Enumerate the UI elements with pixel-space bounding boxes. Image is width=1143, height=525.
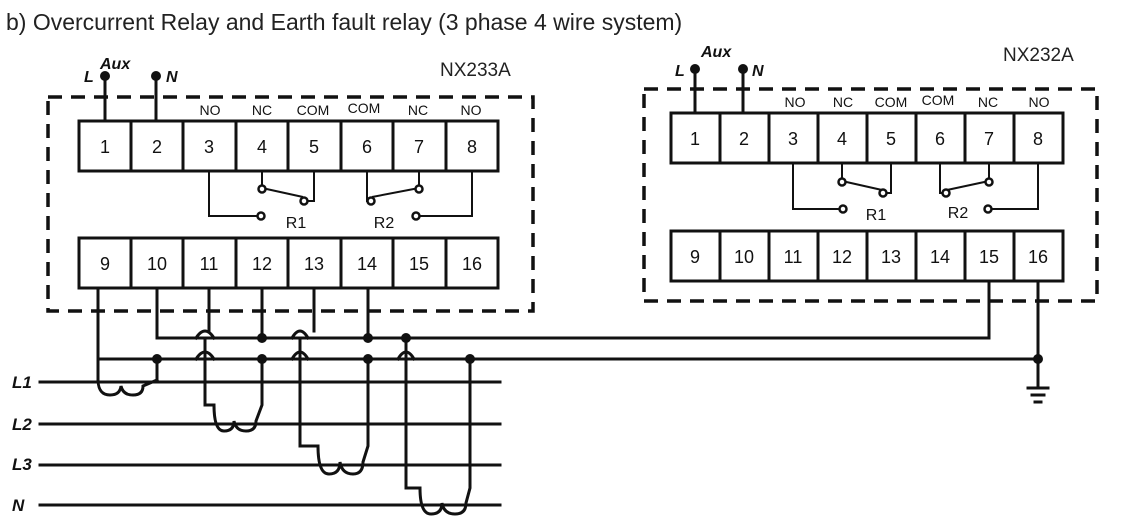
top-terminal-block: 1 2 3 4 5 6 7 8 (669, 111, 1065, 165)
terminal-number: 6 (362, 137, 372, 157)
terminal-number: 8 (467, 137, 477, 157)
top-terminal-block: 1 2 3 4 5 6 7 8 (77, 119, 500, 173)
aux-n-terminal (151, 71, 161, 81)
relay-model-label: NX232A (1003, 45, 1074, 66)
relay-model-label: NX233A (440, 60, 511, 81)
contact-label-nc: NC (408, 102, 428, 118)
line-label-l3: L3 (12, 455, 32, 474)
contact-label-com: COM (297, 102, 330, 118)
contact-label-no: NO (1029, 94, 1050, 110)
terminal-number: 3 (788, 129, 798, 149)
terminal-number: 16 (1028, 247, 1048, 267)
terminal-15 (963, 229, 1016, 283)
contact-label-com: COM (922, 92, 955, 108)
terminal-number: 14 (357, 254, 377, 274)
terminal-number: 2 (152, 137, 162, 157)
aux-n-terminal (738, 64, 748, 74)
aux-label: Aux (700, 44, 732, 61)
terminal-12 (816, 229, 869, 283)
contact-label-no: NO (200, 102, 221, 118)
terminal-8 (1012, 111, 1065, 165)
terminal-number: 16 (462, 254, 482, 274)
aux-n-label: N (166, 69, 178, 86)
terminal-number: 10 (734, 247, 754, 267)
terminal-9 (669, 229, 722, 283)
relay-nx232a: NX232A Aux L N 1 2 3 4 5 6 7 (642, 44, 1099, 303)
terminal-7 (391, 119, 448, 173)
contact-label-nc: NC (978, 94, 998, 110)
terminal-number: 6 (935, 129, 945, 149)
terminal-number: 13 (881, 247, 901, 267)
contact-label-no: NO (785, 94, 806, 110)
terminal-2 (129, 119, 185, 173)
relay-enclosure (46, 95, 535, 313)
terminal-number: 7 (984, 129, 994, 149)
terminal-2 (718, 111, 771, 165)
terminal-number: 12 (832, 247, 852, 267)
terminal-16 (444, 236, 500, 290)
contact-label-nc: NC (833, 94, 853, 110)
terminal-number: 4 (257, 137, 267, 157)
aux-supply: Aux L N (84, 56, 178, 123)
terminal-13 (865, 229, 918, 283)
terminal-number: 9 (690, 247, 700, 267)
terminal-number: 15 (979, 247, 999, 267)
ct-wiring (96, 279, 1050, 516)
relay-r1-label: R1 (866, 207, 887, 224)
aux-label: Aux (99, 56, 131, 73)
relay-enclosure (642, 87, 1099, 303)
aux-l-terminal (690, 64, 700, 74)
terminal-number: 4 (837, 129, 847, 149)
terminal-number: 5 (309, 137, 319, 157)
aux-l-label: L (675, 63, 685, 80)
contact-label-com: COM (348, 100, 381, 116)
terminal-number: 8 (1033, 129, 1043, 149)
contact-label-no: NO (461, 102, 482, 118)
terminal-number: 14 (930, 247, 950, 267)
earth-ground-icon (1026, 386, 1050, 404)
terminal-number: 3 (204, 137, 214, 157)
terminal-number: 15 (409, 254, 429, 274)
terminal-11 (767, 229, 820, 283)
diagram-title: b) Overcurrent Relay and Earth fault rel… (6, 9, 682, 35)
relay-contacts: R1 R2 (792, 163, 1039, 224)
relay-r2-label: R2 (374, 215, 395, 232)
terminal-4 (234, 119, 290, 173)
aux-n-label: N (752, 63, 764, 80)
terminal-number: 9 (100, 254, 110, 274)
terminal-number: 7 (414, 137, 424, 157)
contact-label-com: COM (875, 94, 908, 110)
aux-supply: Aux L N (675, 44, 764, 115)
relay-r2-label: R2 (948, 205, 969, 222)
relay-contacts: R1 R2 (208, 171, 473, 232)
terminal-number: 11 (200, 254, 219, 274)
terminal-16 (1012, 229, 1065, 283)
terminal-number: 12 (252, 254, 272, 274)
terminal-number: 1 (100, 137, 110, 157)
terminal-number: 2 (739, 129, 749, 149)
aux-l-terminal (100, 71, 110, 81)
terminal-number: 13 (304, 254, 324, 274)
supply-lines: L1 L2 L3 N (12, 373, 502, 515)
bottom-terminal-block: 9 10 11 12 13 14 15 16 (77, 236, 500, 290)
line-label-n: N (12, 496, 25, 515)
aux-l-label: L (84, 69, 94, 86)
line-label-l2: L2 (12, 415, 32, 434)
terminal-6 (339, 119, 395, 173)
relay-r1-label: R1 (286, 215, 307, 232)
terminal-number: 11 (784, 247, 803, 267)
contact-label-nc: NC (252, 102, 272, 118)
terminal-number: 5 (886, 129, 896, 149)
line-label-l1: L1 (12, 373, 32, 392)
bottom-terminal-block: 9 10 11 12 13 14 15 16 (669, 229, 1065, 283)
relay-nx233a: NX233A Aux L N 1 2 3 4 5 6 (46, 56, 535, 313)
terminal-number: 1 (690, 129, 700, 149)
terminal-number: 10 (147, 254, 167, 274)
